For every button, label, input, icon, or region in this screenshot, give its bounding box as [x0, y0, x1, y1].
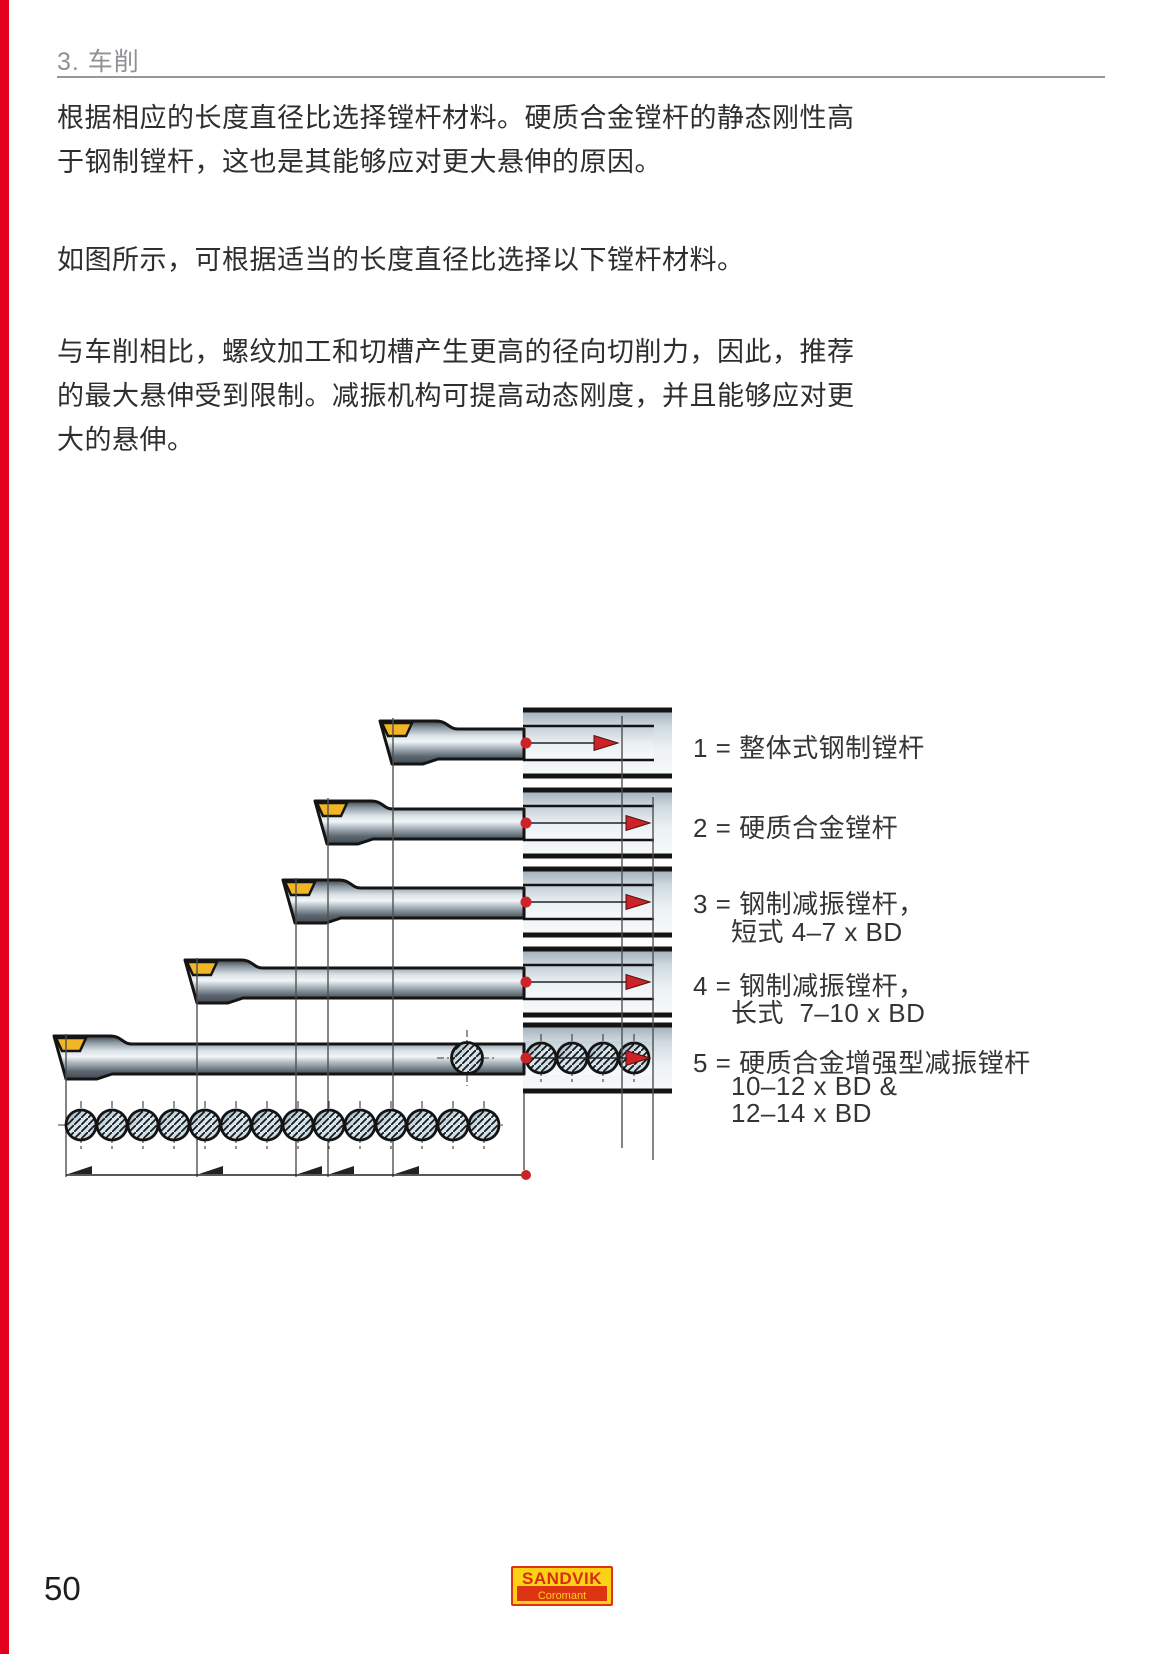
boring-bar-overhang-diagram: [52, 707, 672, 1180]
legend-item-4: 4 = 钢制减振镗杆，: [693, 971, 925, 1001]
chapter-edge-bar: [0, 0, 9, 1654]
legend-item-5-sub1: 10–12 x BD &: [731, 1071, 898, 1101]
paragraph-3: 与车削相比，螺纹加工和切槽产生更高的径向切削力，因此，推荐 的最大悬伸受到限制。…: [57, 330, 877, 462]
clamp-marker-1: [520, 734, 620, 752]
page-number: 50: [44, 1570, 81, 1607]
paragraph-2-line-1: 如图所示，可根据适当的长度直径比选择以下镗杆材料。: [57, 245, 745, 275]
insert-bar-4: [185, 960, 219, 977]
logo-subbrand-text: Coromant: [537, 1590, 587, 1602]
sandvik-coromant-logo: SANDVIK Coromant: [511, 1566, 613, 1606]
clamp-marker-2: [520, 814, 652, 832]
paragraph-1: 根据相应的长度直径比选择镗杆材料。硬质合金镗杆的静态刚性高 于钢制镗杆，这也是其…: [57, 96, 877, 184]
boring-bar-4: [183, 958, 526, 1005]
insert-bar-2: [315, 801, 349, 818]
boring-bar-3: [281, 878, 526, 925]
overhang-dimension-line: [66, 1166, 531, 1180]
boring-bar-5: [52, 1030, 526, 1086]
chapter-title: 3. 车削: [57, 48, 140, 76]
insert-bar-1: [380, 721, 414, 738]
paragraph-1-line-1: 根据相应的长度直径比选择镗杆材料。硬质合金镗杆的静态刚性高: [57, 103, 855, 133]
logo-brand-text: SANDVIK: [521, 1569, 602, 1588]
legend-item-3: 3 = 钢制减振镗杆，: [693, 889, 925, 919]
header-rule: [57, 76, 1105, 78]
insert-bar-5: [54, 1036, 88, 1053]
legend-item-5: 5 = 硬质合金增强型减振镗杆: [693, 1048, 1031, 1078]
legend-item-4-sub: 长式 7–10 x BD: [731, 998, 926, 1028]
damping-circle-bar-5: [437, 1030, 497, 1086]
insert-bar-3: [283, 880, 317, 897]
boring-bar-1: [378, 719, 526, 766]
clamp-marker-4: [520, 973, 652, 991]
clamp-marker-3: [520, 893, 652, 911]
paragraph-2: 如图所示，可根据适当的长度直径比选择以下镗杆材料。: [57, 238, 877, 282]
clamp-marker-5: [520, 1049, 652, 1067]
diameter-unit-row: [58, 1099, 505, 1151]
paragraph-1-line-2: 于钢制镗杆，这也是其能够应对更大悬伸的原因。: [57, 147, 662, 177]
legend-item-2: 2 = 硬质合金镗杆: [693, 813, 899, 843]
legend-item-3-sub: 短式 4–7 x BD: [731, 917, 903, 947]
legend-item-5-sub2: 12–14 x BD: [731, 1098, 872, 1128]
legend-item-1: 1 = 整体式钢制镗杆: [693, 733, 925, 763]
paragraph-3-line-1: 与车削相比，螺纹加工和切槽产生更高的径向切削力，因此，推荐: [57, 337, 855, 367]
boring-bar-2: [313, 799, 526, 846]
paragraph-3-line-3: 大的悬伸。: [57, 425, 195, 455]
logo-band: Coromant: [517, 1586, 607, 1602]
paragraph-3-line-2: 的最大悬伸受到限制。减振机构可提高动态刚度，并且能够应对更: [57, 381, 855, 411]
